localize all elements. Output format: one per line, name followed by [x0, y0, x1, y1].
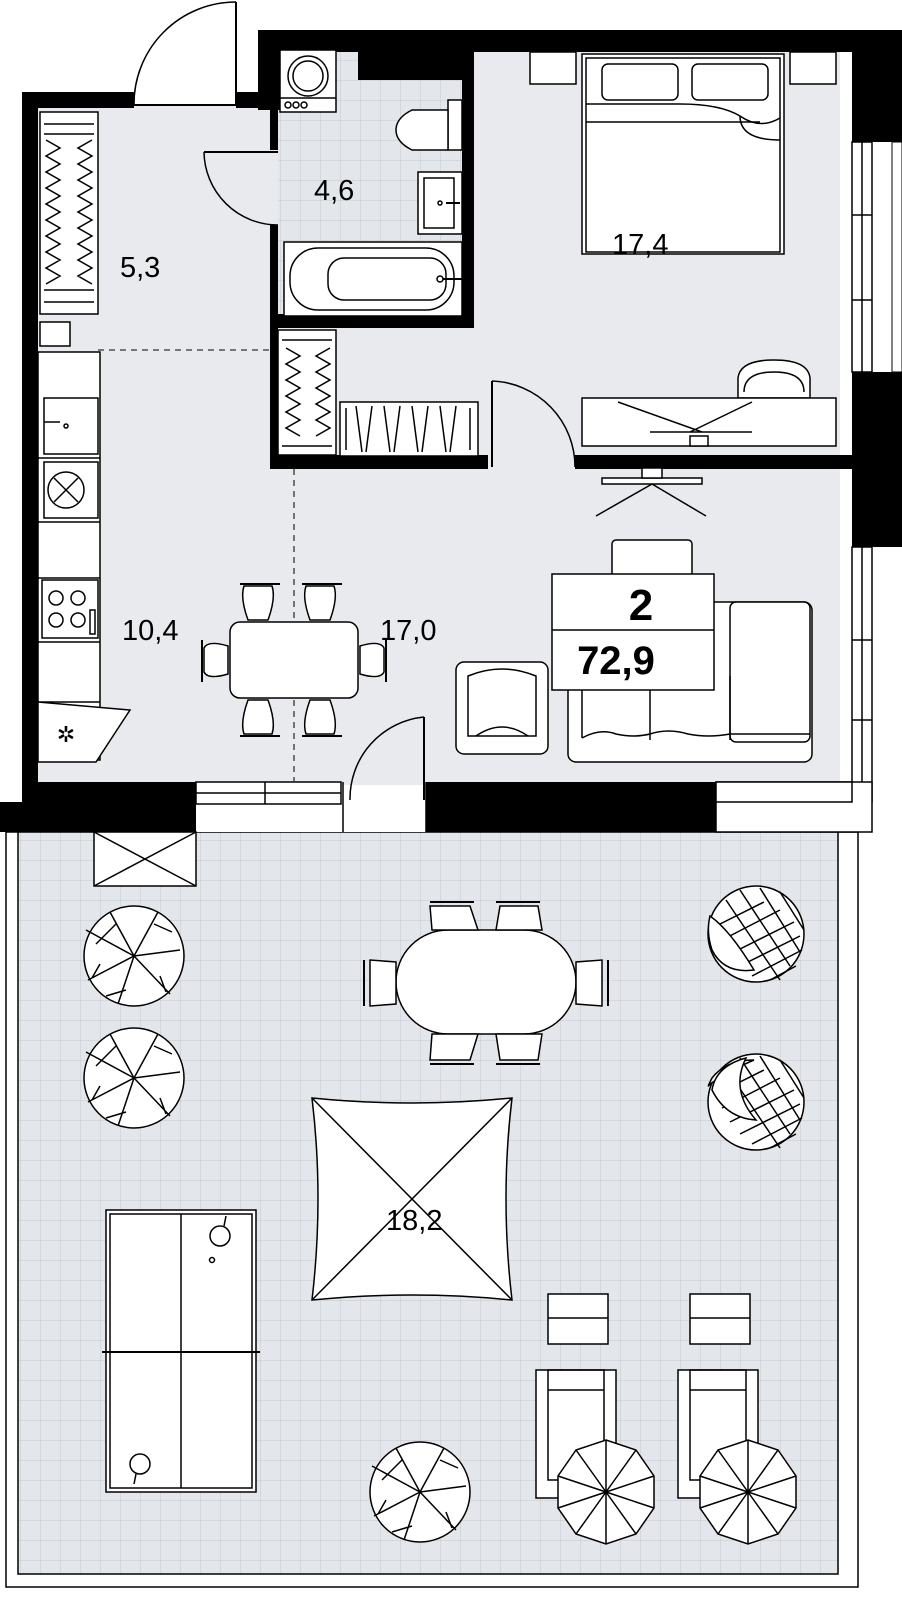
kitchen-sink	[43, 397, 99, 455]
wicker-chair-icon	[707, 885, 805, 983]
room-area-terrace: 18,2	[386, 1205, 442, 1237]
desk	[581, 359, 837, 447]
dining-table	[201, 583, 387, 737]
fridge-icon: ✲	[37, 701, 132, 763]
beach-umbrella-icon	[557, 1439, 655, 1545]
plant-icon	[83, 1027, 185, 1129]
bathtub-icon	[283, 241, 463, 317]
entrance-door	[133, 1, 237, 106]
toilet-icon	[395, 99, 463, 151]
svg-text:✲: ✲	[57, 723, 75, 748]
bathroom-door	[203, 151, 279, 226]
room-area-bathroom: 4,6	[314, 175, 354, 207]
terrace-storage-box	[93, 831, 197, 887]
hallway-wardrobe	[39, 111, 99, 347]
plant-icon	[369, 1441, 471, 1543]
stove-icon	[41, 579, 99, 639]
cooktop-icon	[43, 461, 99, 519]
room-area-bedroom: 17,4	[612, 229, 668, 261]
room-area-living-room: 17,0	[380, 615, 436, 647]
apartment-info-box: 2 72,9	[551, 573, 715, 691]
tv-stand	[595, 467, 707, 517]
armchair	[455, 661, 549, 755]
terrace-door	[342, 716, 427, 832]
apartment-total-area: 72,9	[577, 639, 655, 683]
windows	[195, 141, 873, 833]
parasol-icon	[311, 1097, 513, 1301]
terrace-dining-table	[363, 901, 609, 1065]
room-area-kitchen: 10,4	[122, 615, 178, 647]
storage-wardrobe	[277, 329, 479, 457]
plant-icon	[83, 905, 185, 1007]
bathroom-sink-icon	[417, 171, 463, 235]
walls	[0, 30, 902, 832]
bedroom-door	[491, 380, 576, 468]
room-area-hallway: 5,3	[120, 252, 160, 284]
washing-machine-icon	[279, 49, 337, 113]
wicker-chair-icon	[707, 1053, 805, 1151]
ping-pong-table	[102, 1209, 260, 1493]
double-bed	[529, 51, 837, 255]
apartment-rooms: 2	[629, 581, 653, 630]
beach-umbrella-icon	[699, 1439, 797, 1545]
